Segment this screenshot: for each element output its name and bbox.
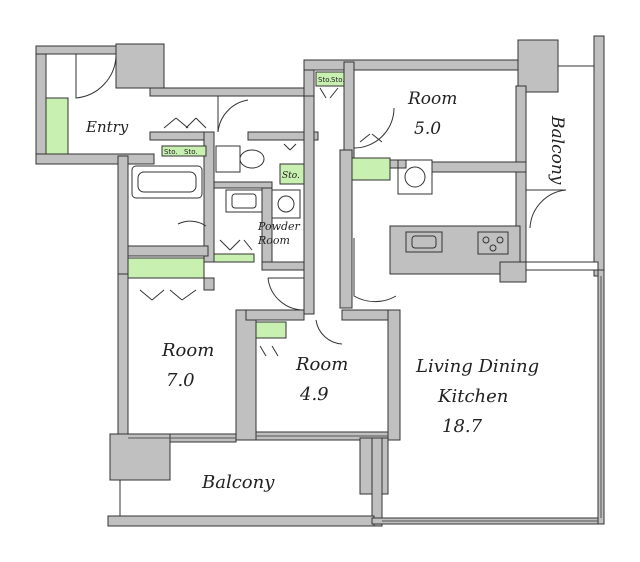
label-powder-2: Room: [257, 234, 290, 247]
column: [109, 433, 171, 481]
label-entry: Entry: [85, 118, 129, 136]
label-sto: Sto.: [282, 171, 300, 181]
label-ldk-size: 18.7: [442, 416, 483, 437]
wall: [515, 85, 527, 163]
storage: [279, 163, 305, 185]
label-room-5-title: Room: [407, 89, 457, 109]
label-powder-1: Powder: [257, 220, 301, 233]
label-balcony-right: Balcony: [547, 115, 567, 185]
wall: [235, 309, 257, 441]
wall: [303, 95, 315, 315]
wall: [149, 87, 311, 97]
wall: [203, 277, 215, 291]
wall: [117, 155, 129, 275]
sink-icon: [225, 189, 443, 253]
label-room-5-size: 5.0: [414, 119, 441, 139]
wall: [371, 437, 383, 527]
column: [115, 43, 165, 89]
label-balcony-bottom: Balcony: [201, 472, 275, 493]
storage: [315, 71, 345, 87]
label-sto: Sto.: [331, 76, 345, 84]
bathtub-icon: [131, 165, 203, 199]
wall: [107, 515, 375, 527]
wall: [303, 59, 519, 71]
wall: [117, 273, 129, 437]
washer-icon: [271, 159, 433, 219]
wall: [35, 153, 155, 165]
wall: [203, 131, 215, 263]
wall: [35, 45, 117, 55]
storage: [213, 253, 255, 263]
storage: [127, 257, 205, 279]
label-ldk-2: Kitchen: [437, 386, 508, 407]
wall: [127, 245, 209, 257]
label-sto: Sto.: [164, 148, 178, 156]
label-room-4-9-size: 4.9: [299, 384, 329, 405]
storage: [161, 145, 207, 157]
toilet-icon: [215, 145, 265, 173]
wall: [245, 309, 305, 321]
wall: [247, 131, 319, 141]
label-room-4-9-title: Room: [295, 354, 348, 375]
storage: [351, 157, 391, 181]
column: [517, 39, 559, 93]
kitchen-counter: [389, 225, 521, 275]
wall: [213, 181, 273, 189]
wall: [593, 35, 605, 277]
storage: [255, 321, 287, 339]
door-swing-icon: [75, 54, 567, 357]
label-ldk-1: Living Dining: [415, 356, 539, 377]
wall: [387, 309, 401, 441]
wall: [35, 45, 47, 165]
storage: [45, 97, 69, 155]
label-sto: Sto.: [184, 148, 198, 156]
label-room-7-size: 7.0: [166, 370, 195, 391]
wall: [499, 261, 527, 283]
label-sto: Sto.: [318, 76, 332, 84]
wall: [431, 161, 527, 173]
label-room-7-title: Room: [161, 340, 214, 361]
wall: [339, 149, 353, 309]
stove-icon: [477, 231, 509, 255]
